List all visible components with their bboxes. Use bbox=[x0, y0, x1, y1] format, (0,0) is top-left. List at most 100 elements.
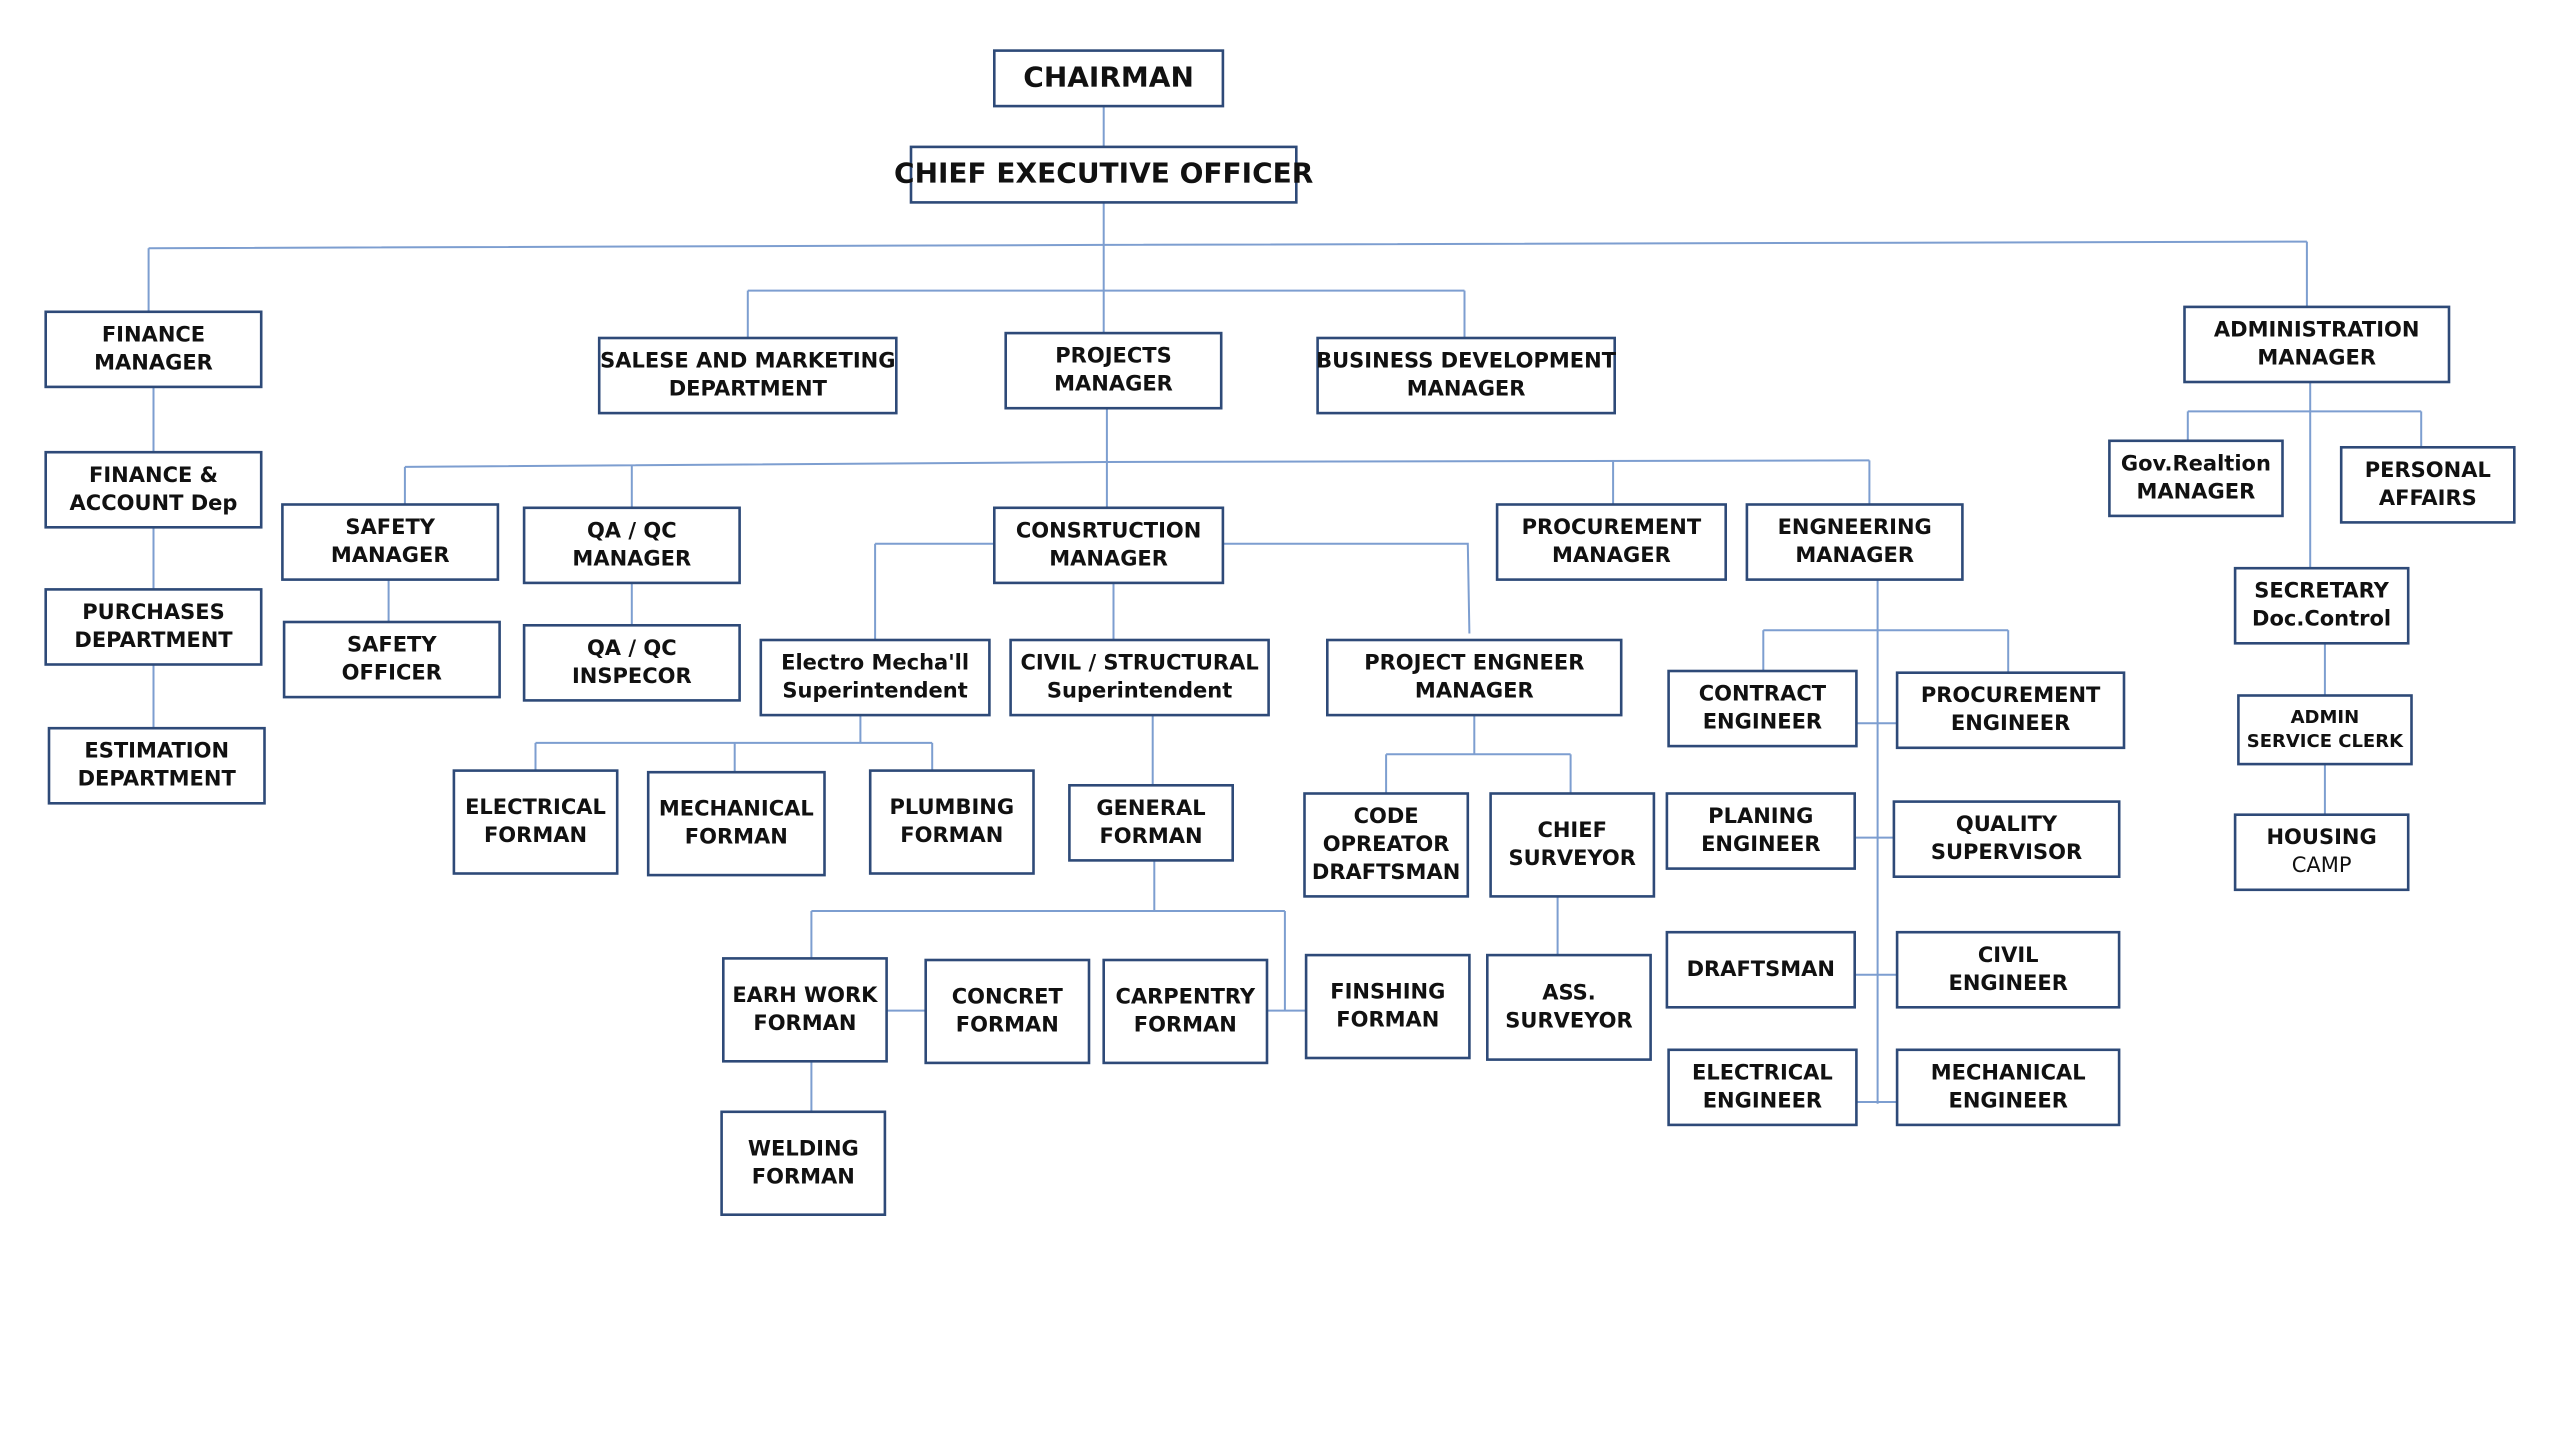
node-ass-surveyor: ASS.SURVEYOR bbox=[1486, 953, 1652, 1061]
node-box bbox=[720, 1110, 887, 1217]
node-box bbox=[1316, 336, 1616, 415]
node-label: OFFICER bbox=[342, 661, 442, 685]
node-label: SUPERVISOR bbox=[1931, 840, 2082, 864]
node-label: ADMINISTRATION bbox=[2214, 318, 2420, 342]
node-label: PURCHASES bbox=[82, 600, 224, 624]
node-box bbox=[992, 49, 1225, 108]
node-label: ENGINEER bbox=[1951, 711, 2070, 735]
node-label: HOUSING bbox=[2266, 825, 2376, 849]
node-label: PERSONAL bbox=[2365, 458, 2491, 482]
node-draftsman: DRAFTSMAN bbox=[1665, 930, 1857, 1009]
node-label: CODE bbox=[1354, 804, 1419, 828]
node-label: SAFETY bbox=[347, 633, 437, 657]
node-box bbox=[646, 770, 826, 877]
node-label: CHIEF bbox=[1537, 818, 1607, 842]
node-label: ENGINEER bbox=[1703, 710, 1822, 734]
node-sales-marketing: SALESE AND MARKETING DEPARTMENT bbox=[597, 336, 898, 415]
node-box bbox=[721, 957, 888, 1063]
node-label: CONTRACT bbox=[1699, 682, 1827, 706]
connector-line bbox=[1222, 542, 1471, 634]
node-label: CARPENTRY bbox=[1115, 984, 1255, 1008]
node-box bbox=[1068, 783, 1235, 862]
node-box bbox=[1304, 953, 1471, 1060]
node-label: SERVICE CLERK bbox=[2247, 731, 2404, 752]
node-label: QUALITY bbox=[1956, 812, 2058, 836]
node-box bbox=[1895, 1048, 2121, 1127]
node-label: SAFETY bbox=[345, 515, 435, 539]
node-label: ENGINEER bbox=[1948, 1088, 2067, 1112]
node-label: ESTIMATION bbox=[84, 739, 229, 763]
node-box bbox=[1892, 800, 2121, 878]
node-label: FORMAN bbox=[685, 825, 788, 849]
node-box bbox=[759, 638, 991, 717]
node-box bbox=[992, 506, 1225, 585]
node-box bbox=[2339, 445, 2516, 524]
node-label: MANAGER bbox=[1407, 377, 1526, 401]
node-safety-officer: SAFETY OFFICER bbox=[282, 620, 501, 699]
node-label: MANAGER bbox=[331, 543, 450, 567]
node-label: AFFAIRS bbox=[2379, 486, 2477, 510]
node-label: ENGINEER bbox=[1703, 1088, 1822, 1112]
node-box bbox=[1745, 503, 1964, 581]
node-box bbox=[1895, 930, 2121, 1009]
node-chairman: CHAIRMAN bbox=[992, 49, 1225, 108]
node-box bbox=[452, 769, 619, 875]
node-ceo: CHIEF EXECUTIVE OFFICER bbox=[894, 145, 1313, 204]
node-box bbox=[2233, 813, 2410, 892]
node-label: MANAGER bbox=[1054, 372, 1173, 396]
node-label: MANAGER bbox=[1552, 543, 1671, 567]
node-box bbox=[1495, 503, 1727, 581]
node-box bbox=[1667, 1048, 1858, 1127]
node-label: MANAGER bbox=[1795, 543, 1914, 567]
node-box bbox=[1665, 792, 1857, 870]
node-label: ADMIN bbox=[2291, 707, 2360, 728]
node-label: DEPARTMENT bbox=[78, 767, 237, 791]
node-box bbox=[1667, 669, 1858, 748]
node-box bbox=[1486, 953, 1652, 1061]
node-finance-account: FINANCE &ACCOUNT Dep bbox=[44, 450, 263, 529]
node-box bbox=[924, 958, 1091, 1065]
node-label: CHAIRMAN bbox=[1023, 60, 1194, 93]
node-label: Superintendent bbox=[782, 679, 967, 703]
node-label: Gov.Realtion bbox=[2121, 451, 2271, 475]
node-label: CONCRET bbox=[952, 984, 1064, 1008]
node-box bbox=[2233, 566, 2410, 645]
node-box bbox=[597, 336, 898, 415]
node-safety-manager: SAFETY MANAGER bbox=[281, 503, 500, 581]
node-box bbox=[282, 620, 501, 699]
node-box bbox=[47, 726, 266, 805]
node-label: ACCOUNT Dep bbox=[70, 491, 238, 515]
node-label: DRAFTSMAN bbox=[1687, 957, 1835, 981]
node-quality-supervisor: QUALITY SUPERVISOR bbox=[1892, 800, 2121, 878]
node-label: PROCUREMENT bbox=[1522, 515, 1702, 539]
node-box bbox=[1665, 930, 1857, 1009]
node-box bbox=[44, 588, 263, 666]
node-label: FINSHING bbox=[1330, 980, 1445, 1004]
node-label: SALESE AND MARKETING bbox=[600, 349, 895, 373]
node-label: SURVEYOR bbox=[1508, 846, 1635, 870]
node-label: CIVIL bbox=[1978, 943, 2039, 967]
node-box bbox=[2108, 439, 2284, 518]
node-label: PROCUREMENT bbox=[1921, 683, 2101, 707]
node-label: PLANING bbox=[1708, 804, 1813, 828]
node-box bbox=[1009, 638, 1270, 717]
node-label: DEPARTMENT bbox=[669, 377, 828, 401]
node-label: MANAGER bbox=[1049, 546, 1168, 570]
node-label: FINANCE bbox=[102, 322, 205, 346]
